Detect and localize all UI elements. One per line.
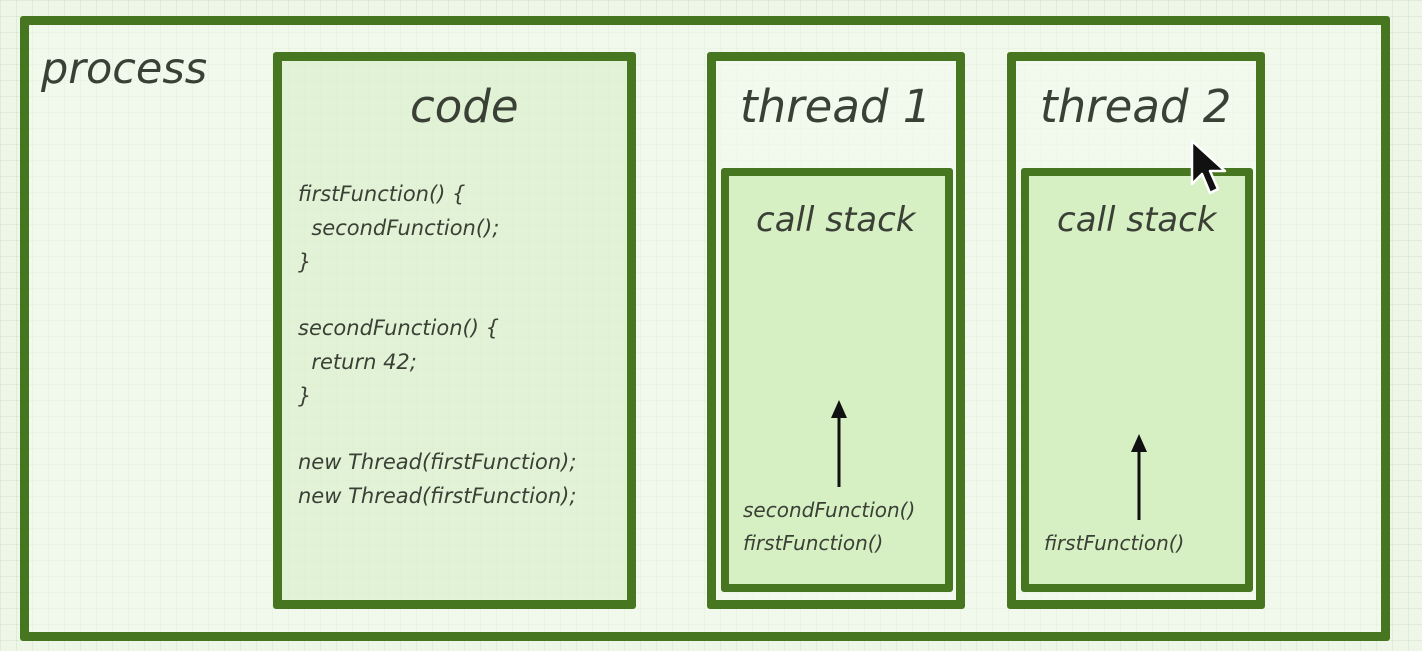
thread-2-call-stack-label: call stack — [1057, 200, 1217, 240]
code-line: secondFunction() { — [298, 316, 499, 340]
code-line: } — [298, 250, 312, 274]
thread-1-stack-frame: firstFunction() — [743, 531, 884, 555]
up-arrow-icon — [831, 400, 847, 487]
process-label: process — [41, 44, 208, 94]
code-label: code — [410, 80, 519, 133]
code-line: return 42; — [298, 350, 417, 374]
code-line: new Thread(firstFunction); — [298, 450, 577, 474]
thread-2-stack-frame: firstFunction() — [1044, 531, 1185, 555]
code-line: secondFunction(); — [298, 216, 500, 240]
code-line: firstFunction() { — [298, 182, 466, 206]
thread-1-call-stack-box — [721, 168, 953, 592]
mouse-cursor-icon — [1190, 139, 1227, 195]
thread-2-call-stack-box — [1021, 168, 1253, 592]
code-line: } — [298, 384, 312, 408]
thread-1-call-stack-label: call stack — [756, 200, 916, 240]
code-box — [273, 52, 636, 609]
thread-1-label: thread 1 — [740, 80, 932, 133]
thread-2-label: thread 2 — [1040, 80, 1232, 133]
thread-1-stack-frame: secondFunction() — [743, 498, 916, 522]
up-arrow-icon — [1131, 434, 1147, 520]
code-line: new Thread(firstFunction); — [298, 484, 577, 508]
